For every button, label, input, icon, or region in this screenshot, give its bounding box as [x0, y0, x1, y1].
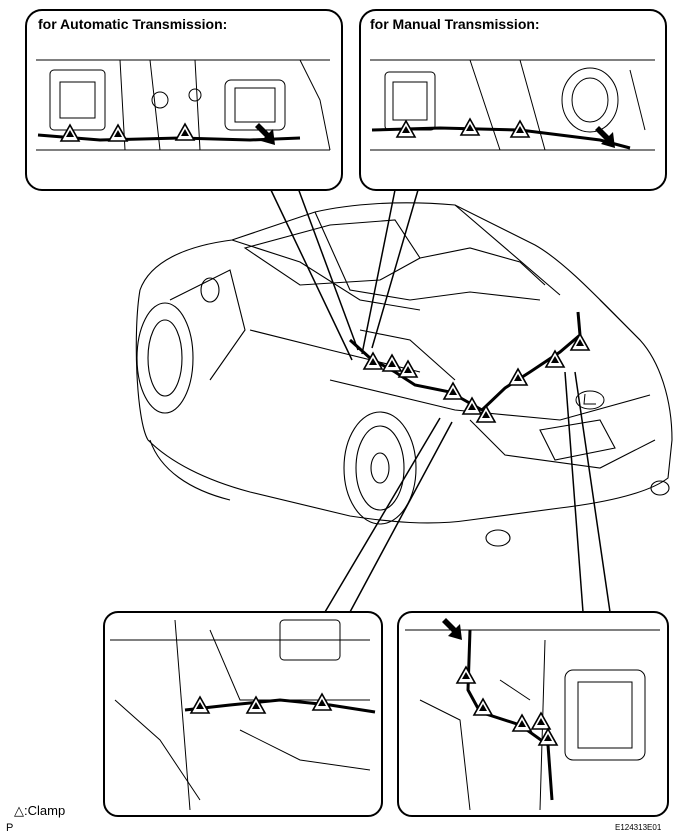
exhaust-icon — [485, 480, 670, 547]
legend-clamp-label: Clamp — [27, 803, 66, 818]
car-wheels — [136, 302, 417, 525]
panel-automatic-transmission — [25, 9, 343, 191]
panel-title-automatic: for Automatic Transmission: — [38, 16, 227, 32]
clamp-icons-car — [363, 333, 590, 423]
leader-lines — [269, 187, 611, 613]
car-body — [135, 202, 673, 524]
panel-title-manual: for Manual Transmission: — [370, 16, 540, 32]
panel-manual-transmission — [359, 9, 667, 191]
page-marker: P — [6, 822, 14, 834]
wire-harness — [348, 311, 582, 412]
mirror-icon — [200, 277, 220, 303]
car-emblem-icon — [575, 390, 605, 410]
figure-code: E124313E01 — [615, 823, 662, 832]
legend-clamp: △:Clamp — [14, 803, 65, 819]
legend-separator: : — [24, 803, 28, 818]
panel-floor-harness — [103, 611, 383, 817]
panel-trunk-harness — [397, 611, 669, 817]
clamp-legend-icon: △ — [14, 803, 24, 818]
